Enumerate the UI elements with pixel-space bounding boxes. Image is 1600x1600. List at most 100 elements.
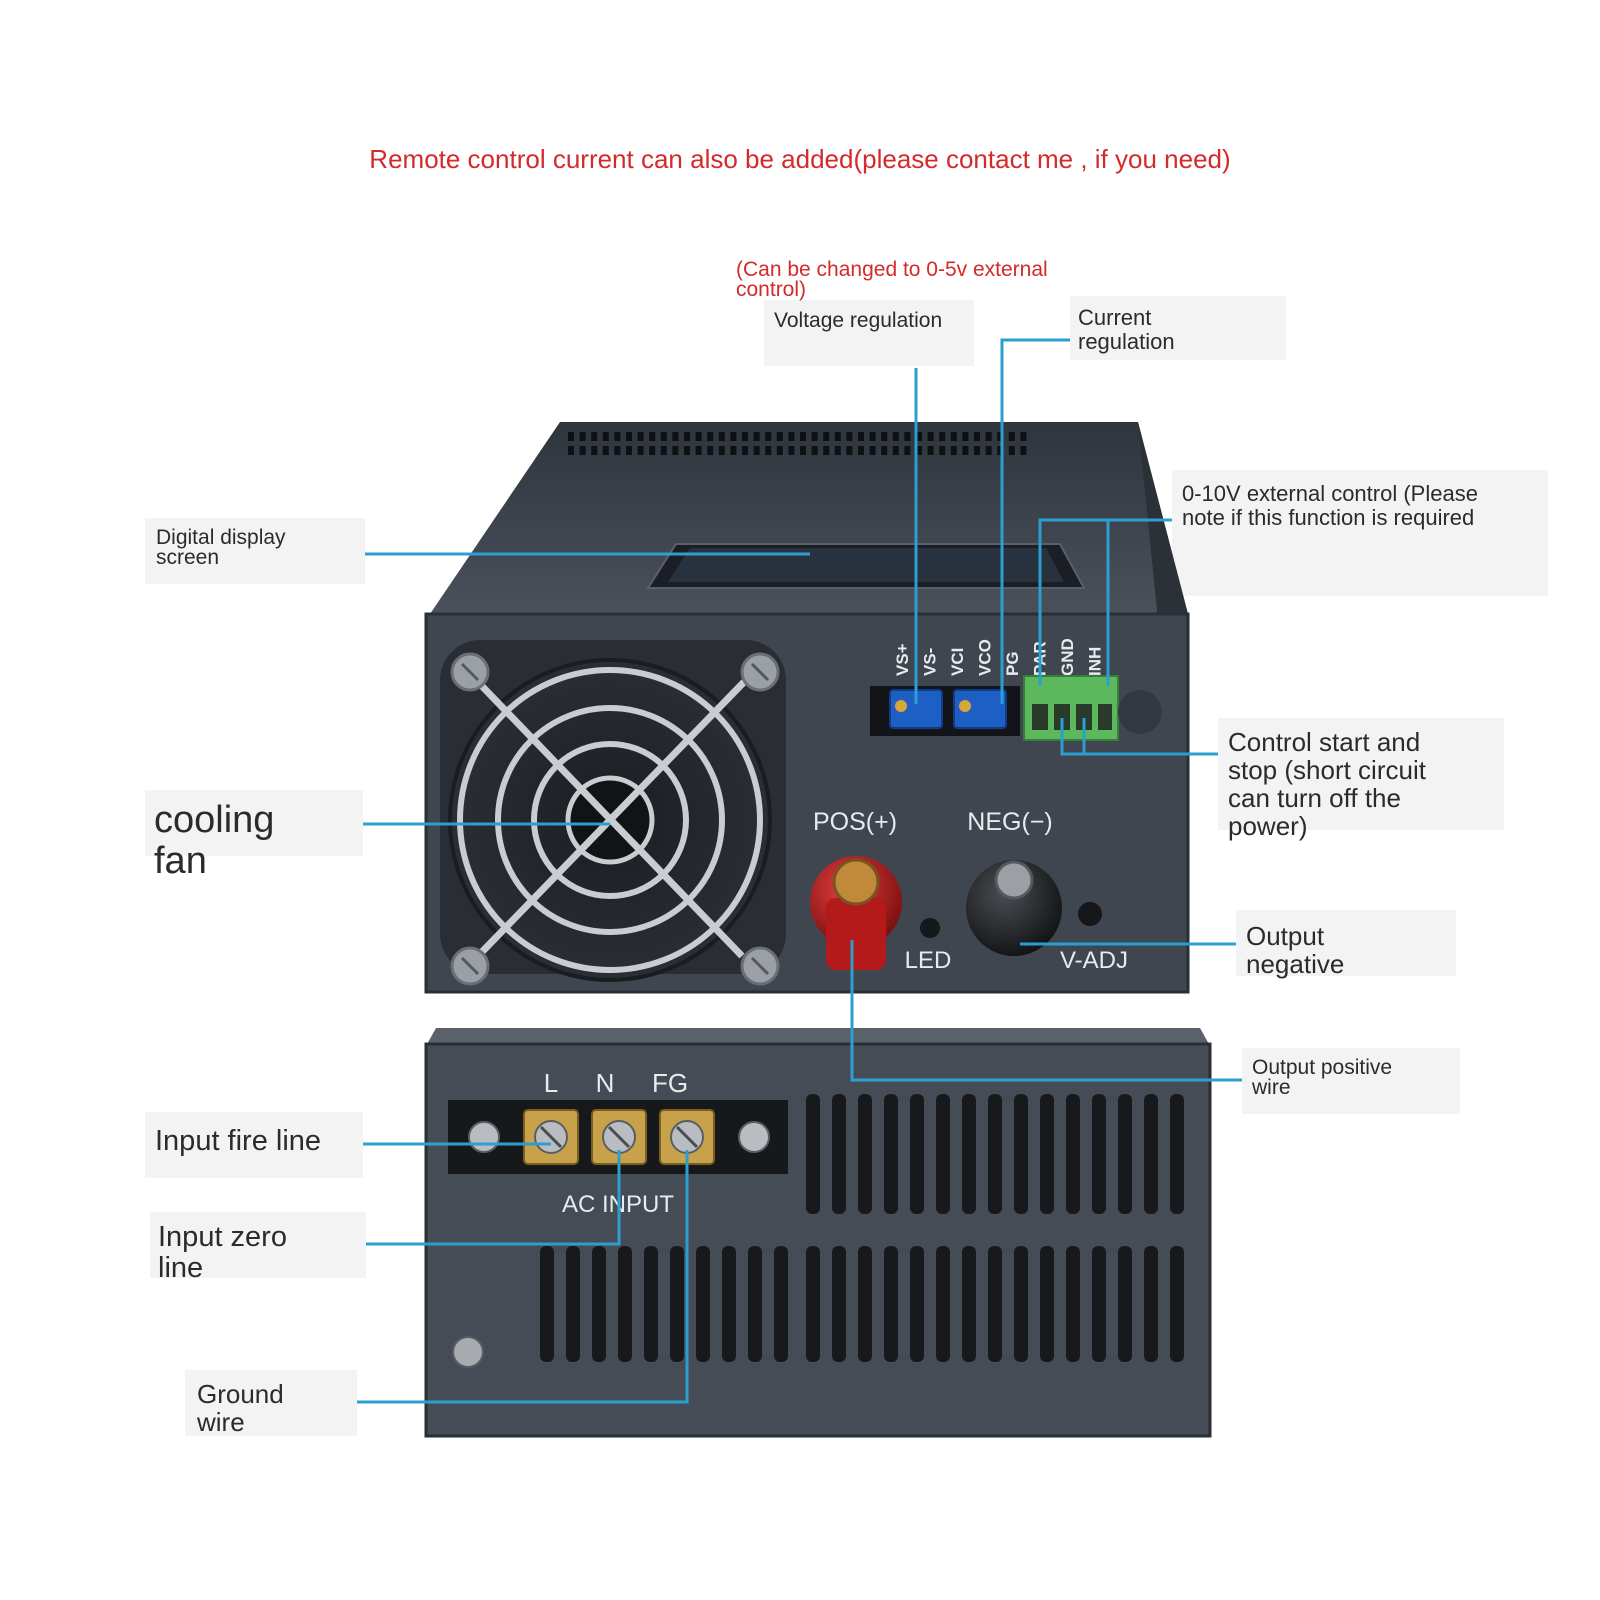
top-vent-slot	[869, 432, 876, 441]
top-vent-slot	[834, 446, 841, 455]
chassis-screw-icon	[452, 1336, 484, 1368]
top-vent-slot	[950, 432, 957, 441]
top-vent-slot	[591, 446, 598, 455]
top-vent-slot	[927, 432, 934, 441]
rear-vents	[540, 1094, 1184, 1362]
rear-vent-slot	[1144, 1094, 1158, 1214]
top-vent-slot	[916, 432, 922, 441]
terminal-label-l: L	[544, 1068, 558, 1098]
input-zero-leader	[366, 1150, 621, 1246]
leader-lines	[357, 338, 1242, 1404]
top-vent-slot	[649, 432, 656, 441]
rear-vent-slot	[1014, 1246, 1028, 1362]
rear-vent-slot	[832, 1094, 846, 1214]
rear-vent-slot	[884, 1246, 898, 1362]
digital-display-label-bg	[145, 518, 365, 584]
rear-vent-slot	[1014, 1094, 1028, 1214]
top-vent-slot	[1020, 446, 1027, 455]
top-vent-slot	[742, 432, 748, 441]
led-label: LED	[905, 947, 952, 974]
top-vent-slot	[997, 432, 1004, 441]
lower-top-edge	[426, 1028, 1210, 1046]
top-vent-slot	[881, 446, 888, 455]
led-indicator-icon	[920, 918, 940, 938]
rear-vent-slot	[722, 1246, 736, 1362]
pin-label: VCI	[948, 648, 967, 676]
rear-vent-slot	[644, 1246, 658, 1362]
voltage-trimmer-screw-icon	[895, 700, 907, 712]
neg-label: NEG(−)	[967, 808, 1052, 836]
top-vent-slot	[892, 446, 899, 455]
top-vent-slot	[800, 432, 806, 441]
top-vent-slot	[869, 446, 876, 455]
control-connector	[1023, 675, 1119, 741]
top-vent-slot	[962, 432, 969, 441]
rear-vent-slot	[806, 1246, 820, 1362]
rear-vent-slot	[670, 1246, 684, 1362]
rear-vent-slot	[774, 1246, 788, 1362]
top-vent-slot	[730, 432, 737, 441]
rear-vent-slot	[884, 1094, 898, 1214]
top-vent-slot	[672, 446, 679, 455]
rear-vent-slot	[806, 1094, 820, 1214]
header-note: (Can be changed to 0-5v external control…	[736, 258, 1048, 301]
top-vent-slot	[591, 432, 598, 441]
output-negative-label-bg	[1236, 910, 1456, 976]
top-vent-slot	[800, 446, 806, 455]
top-vent-slot	[846, 446, 853, 455]
top-vent-slot	[672, 432, 679, 441]
top-vent-slot	[1008, 446, 1015, 455]
top-vent-slot	[811, 446, 818, 455]
top-vent-slot	[997, 446, 1004, 455]
top-vent-slot	[637, 432, 644, 441]
v-adj-hole-icon	[1078, 902, 1102, 926]
top-vent-slot	[695, 432, 702, 441]
top-vent-slot	[858, 446, 864, 455]
rear-vent-slot	[936, 1246, 950, 1362]
output-positive-leader	[850, 940, 1242, 1082]
top-vent-slot	[730, 446, 737, 455]
output-positive-label-bg	[1242, 1048, 1460, 1114]
rear-vent-slot	[1170, 1246, 1184, 1362]
top-vent-slot	[985, 446, 992, 455]
external-control-label: 0-10V external control (Please note if t…	[1182, 481, 1478, 530]
rear-vent-slot	[1144, 1246, 1158, 1362]
top-vent-slot	[974, 446, 980, 455]
display-glass	[668, 548, 1064, 582]
top-vent-slot	[637, 446, 644, 455]
external-control-leader	[1038, 518, 1172, 686]
top-vent-slot	[985, 432, 992, 441]
rear-vent-slot	[910, 1094, 924, 1214]
cooling-fan-label: cooling fan	[154, 799, 275, 883]
top-vent-slot	[974, 432, 980, 441]
top-vent-slot	[788, 446, 795, 455]
rear-vent-slot	[1066, 1094, 1080, 1214]
top-vent-slot	[881, 432, 888, 441]
rear-vent-slot	[1040, 1094, 1054, 1214]
top-vent-slot	[568, 432, 574, 441]
top-vent-slot	[695, 446, 702, 455]
control-start-label-bg	[1218, 718, 1504, 830]
top-vent-slot	[684, 432, 690, 441]
top-vent-slot	[568, 446, 574, 455]
cooling-fan-icon	[440, 640, 786, 986]
pin-label: VCO	[976, 639, 995, 676]
top-vents	[568, 432, 1027, 455]
top-vent-slot	[660, 432, 667, 441]
input-fire-label-bg	[145, 1112, 363, 1178]
rear-vent-slot	[936, 1094, 950, 1214]
ground-wire-leader	[357, 1150, 689, 1404]
rear-vent-slot	[988, 1246, 1002, 1362]
top-vent-slot	[614, 432, 621, 441]
external-control-label-bg	[1172, 470, 1548, 596]
output-negative-label: Output negative	[1246, 921, 1345, 980]
rear-vent-slot	[1040, 1246, 1054, 1362]
top-vent-slot	[823, 432, 830, 441]
rear-vent-slot	[1092, 1246, 1106, 1362]
top-vent-slot	[904, 432, 911, 441]
rear-vent-slot	[748, 1246, 762, 1362]
cooling-fan-label-bg	[145, 790, 363, 856]
rear-vent-slot	[1066, 1246, 1080, 1362]
top-vent-slot	[753, 432, 760, 441]
